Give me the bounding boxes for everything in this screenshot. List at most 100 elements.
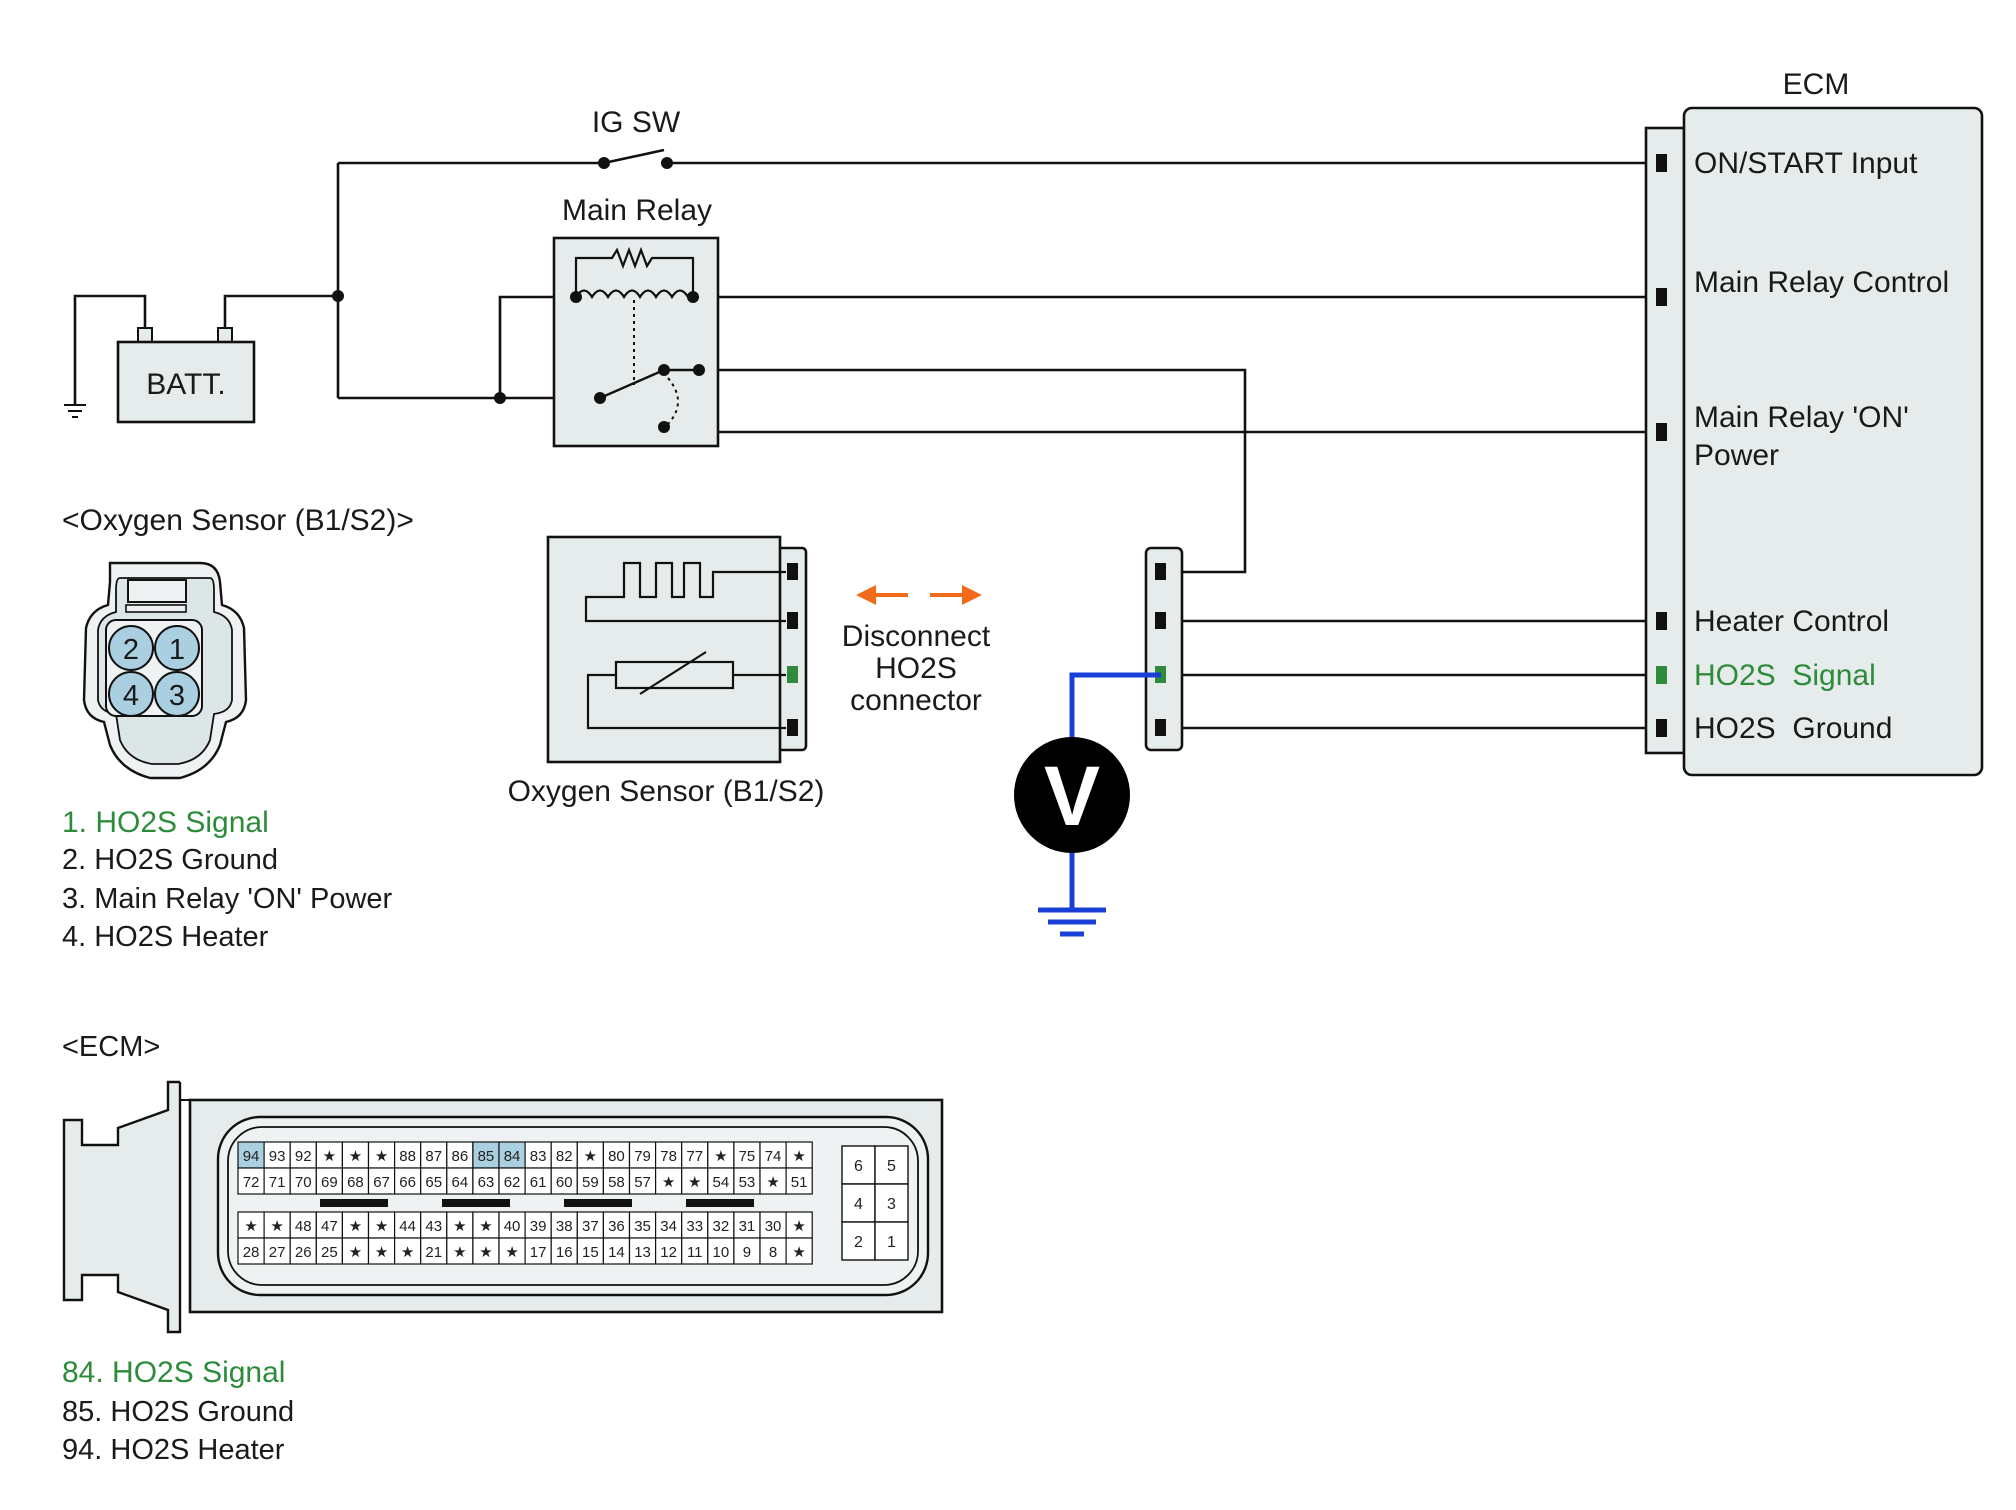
relay-switch-terminal bbox=[658, 421, 670, 433]
svg-text:34: 34 bbox=[660, 1218, 677, 1235]
ecm-pin-cell: 59 bbox=[576, 1167, 604, 1195]
ecm-pin-cell: 12 bbox=[654, 1237, 683, 1265]
ecm-pin-cell: 64 bbox=[446, 1167, 474, 1195]
ecm-pin-cell: ★ bbox=[367, 1211, 396, 1239]
ecm-connector-key bbox=[320, 1199, 388, 1207]
svg-text:★: ★ bbox=[349, 1244, 362, 1261]
svg-text:★: ★ bbox=[792, 1244, 805, 1261]
oxygen-sensor: Oxygen Sensor (B1/S2) bbox=[508, 535, 825, 808]
ecm-pin-cell: 53 bbox=[733, 1167, 761, 1195]
ecm-pin-cell: ★ bbox=[785, 1211, 813, 1239]
ecm-pin-cell: 44 bbox=[394, 1211, 422, 1239]
ecm-pin-cell: ★ bbox=[446, 1237, 474, 1265]
ecm-pin-cell: 66 bbox=[394, 1167, 422, 1195]
ecm-pin-cell: 77 bbox=[681, 1141, 709, 1169]
svg-text:17: 17 bbox=[530, 1244, 547, 1261]
heater-element-icon bbox=[584, 561, 786, 623]
ecm-pin-cell: ★ bbox=[498, 1237, 526, 1265]
ecm-connector-plug bbox=[62, 1080, 182, 1334]
svg-text:75: 75 bbox=[739, 1148, 756, 1165]
svg-text:4: 4 bbox=[123, 680, 139, 712]
svg-text:72: 72 bbox=[243, 1174, 260, 1191]
svg-text:51: 51 bbox=[791, 1174, 808, 1191]
sensor-caption: Oxygen Sensor (B1/S2) bbox=[508, 775, 825, 808]
ecm-small-pin-cell: 3 bbox=[874, 1183, 909, 1223]
ground-icon bbox=[64, 404, 86, 418]
ecm-pin-cell: ★ bbox=[707, 1141, 735, 1169]
ecm-small-pin-cell: 1 bbox=[874, 1221, 909, 1261]
svg-text:32: 32 bbox=[713, 1218, 730, 1235]
ecm-pin-cell: 82 bbox=[550, 1141, 578, 1169]
sensor-legend-item-4: 4. HO2S Heater bbox=[62, 921, 269, 953]
relay-switch-blade bbox=[599, 368, 665, 400]
ecm-pin-cell: 61 bbox=[524, 1167, 552, 1195]
ecm-pin-cell: ★ bbox=[341, 1211, 370, 1239]
svg-text:★: ★ bbox=[792, 1218, 805, 1235]
svg-text:68: 68 bbox=[347, 1174, 364, 1191]
svg-text:9: 9 bbox=[743, 1244, 751, 1261]
ecm-pin-cell: 62 bbox=[498, 1167, 526, 1195]
sensor-connector-face: <Oxygen Sensor (B1/S2)> 1 2 3 4 bbox=[62, 504, 414, 780]
ecm-pin-cell: 75 bbox=[733, 1141, 761, 1169]
wire-batt-negative bbox=[73, 294, 147, 405]
svg-text:★: ★ bbox=[375, 1218, 388, 1235]
ecm-pin-cell: 16 bbox=[550, 1237, 578, 1265]
ecm-pin-cell: 8 bbox=[759, 1237, 787, 1265]
svg-text:74: 74 bbox=[765, 1148, 782, 1165]
sensor-terminal bbox=[787, 612, 798, 629]
ecm-pin-on-start: ON/START Input bbox=[1694, 147, 1918, 180]
ecm-pin-cell: 69 bbox=[315, 1167, 343, 1195]
svg-text:1: 1 bbox=[169, 634, 185, 666]
svg-text:★: ★ bbox=[792, 1148, 805, 1165]
ecm-legend: 84. HO2S Signal 85. HO2S Ground 94. HO2S… bbox=[62, 1356, 294, 1466]
relay-coil-terminal bbox=[687, 291, 699, 303]
ecm-pin-cell: ★ bbox=[341, 1141, 370, 1169]
harness-terminal bbox=[1155, 563, 1166, 580]
ecm-terminal bbox=[1656, 423, 1667, 441]
svg-text:★: ★ bbox=[323, 1148, 336, 1165]
ecm-pin-cell: 72 bbox=[237, 1167, 265, 1195]
ecm-pin-cell: 13 bbox=[628, 1237, 657, 1265]
ecm-terminal bbox=[1656, 612, 1667, 630]
svg-text:54: 54 bbox=[713, 1174, 730, 1191]
relay-coil-terminal bbox=[570, 291, 582, 303]
svg-text:4: 4 bbox=[854, 1196, 863, 1213]
svg-text:59: 59 bbox=[582, 1174, 599, 1191]
svg-text:13: 13 bbox=[634, 1244, 651, 1261]
svg-text:26: 26 bbox=[295, 1244, 312, 1261]
svg-text:33: 33 bbox=[686, 1218, 703, 1235]
svg-text:53: 53 bbox=[739, 1174, 756, 1191]
sensor-connector-pin: 2 bbox=[108, 625, 154, 671]
ecm-legend-item-94: 94. HO2S Heater bbox=[62, 1434, 285, 1466]
ecm-pin-cell: 39 bbox=[524, 1211, 552, 1239]
battery-positive-terminal bbox=[217, 327, 233, 343]
ecm-legend-item-84: 84. HO2S Signal bbox=[62, 1356, 285, 1389]
sensor-connector-latch bbox=[127, 579, 187, 603]
ecm-pin-cell: 32 bbox=[707, 1211, 735, 1239]
svg-text:31: 31 bbox=[739, 1218, 756, 1235]
ecm-connector-title: <ECM> bbox=[62, 1031, 160, 1063]
sensor-connector-pin: 3 bbox=[154, 671, 200, 717]
disconnect-note: Disconnect HO2S connector bbox=[842, 585, 991, 717]
svg-text:67: 67 bbox=[373, 1174, 390, 1191]
ecm-pin-cell: ★ bbox=[263, 1211, 291, 1239]
svg-text:12: 12 bbox=[660, 1244, 677, 1261]
ecm-pin-cell: ★ bbox=[367, 1237, 396, 1265]
ecm-pin-cell: ★ bbox=[785, 1141, 813, 1169]
ecm-pin-cell: 68 bbox=[341, 1167, 370, 1195]
svg-text:65: 65 bbox=[425, 1174, 442, 1191]
svg-text:★: ★ bbox=[375, 1244, 388, 1261]
svg-text:8: 8 bbox=[769, 1244, 777, 1261]
ecm-terminal bbox=[1656, 154, 1667, 172]
sensor-legend-item-1: 1. HO2S Signal bbox=[62, 806, 269, 839]
ecm-pin-cell: 14 bbox=[602, 1237, 631, 1265]
ecm-pin-cell: 57 bbox=[628, 1167, 657, 1195]
ecm-pin-cell: 71 bbox=[263, 1167, 291, 1195]
sensor-legend-item-2: 2. HO2S Ground bbox=[62, 844, 278, 876]
svg-text:40: 40 bbox=[504, 1218, 521, 1235]
ecm-pin-cell: 88 bbox=[394, 1141, 422, 1169]
svg-text:★: ★ bbox=[349, 1148, 362, 1165]
svg-text:83: 83 bbox=[530, 1148, 547, 1165]
ecm-pin-ho2s-signal: HO2S Signal bbox=[1694, 659, 1876, 692]
ecm-pin-cell: 47 bbox=[315, 1211, 343, 1239]
